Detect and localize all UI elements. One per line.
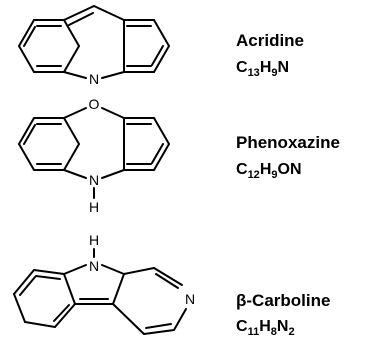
beta-carboline-formula-n-count: 2 — [288, 326, 294, 338]
beta-carboline-bonds — [13, 248, 187, 335]
acridine-formula-n: N — [278, 59, 290, 76]
beta-carboline-formula-n: N — [277, 318, 289, 335]
beta-carboline-hydrogen-atom: H — [89, 232, 99, 248]
phenoxazine-formula-c: C — [236, 161, 248, 178]
beta-carboline-pyridine-nitrogen-atom: N — [185, 291, 195, 307]
phenoxazine-structure: O N H — [18, 96, 170, 215]
acridine-formula-h-count: 9 — [271, 67, 277, 79]
beta-carboline-formula-c-count: 11 — [248, 326, 260, 338]
beta-carboline-formula: C11H8N2 — [236, 318, 295, 338]
phenoxazine-nitrogen-atom: N — [89, 172, 99, 188]
beta-carboline-formula-c: C — [236, 318, 248, 335]
beta-carboline-pyrrole-nitrogen-atom: N — [89, 258, 99, 274]
phenoxazine-name: Phenoxazine — [236, 133, 340, 152]
phenoxazine-formula-c-count: 12 — [248, 169, 260, 181]
acridine-formula-h: H — [260, 59, 272, 76]
acridine-name: Acridine — [236, 31, 304, 50]
phenoxazine-hydrogen-atom: H — [89, 199, 99, 215]
beta-carboline-formula-h: H — [259, 318, 271, 335]
acridine-formula-c-count: 13 — [248, 67, 260, 79]
phenoxazine-formula: C12H9ON — [236, 161, 302, 181]
beta-carboline-name: β-Carboline — [236, 291, 330, 310]
acridine-nitrogen-atom: N — [89, 71, 99, 87]
acridine-bonds — [18, 5, 170, 79]
beta-carboline-structure: H N N — [13, 232, 195, 335]
acridine-formula-c: C — [236, 59, 248, 76]
phenoxazine-bonds — [18, 107, 170, 199]
phenoxazine-formula-h: H — [260, 161, 272, 178]
acridine-formula: C13H9N — [236, 59, 289, 79]
phenoxazine-formula-on: ON — [278, 161, 302, 178]
phenoxazine-oxygen-atom: O — [89, 96, 100, 112]
beta-carboline-formula-h-count: 8 — [271, 326, 277, 338]
acridine-structure: N — [18, 5, 170, 87]
phenoxazine-formula-h-count: 9 — [271, 169, 277, 181]
